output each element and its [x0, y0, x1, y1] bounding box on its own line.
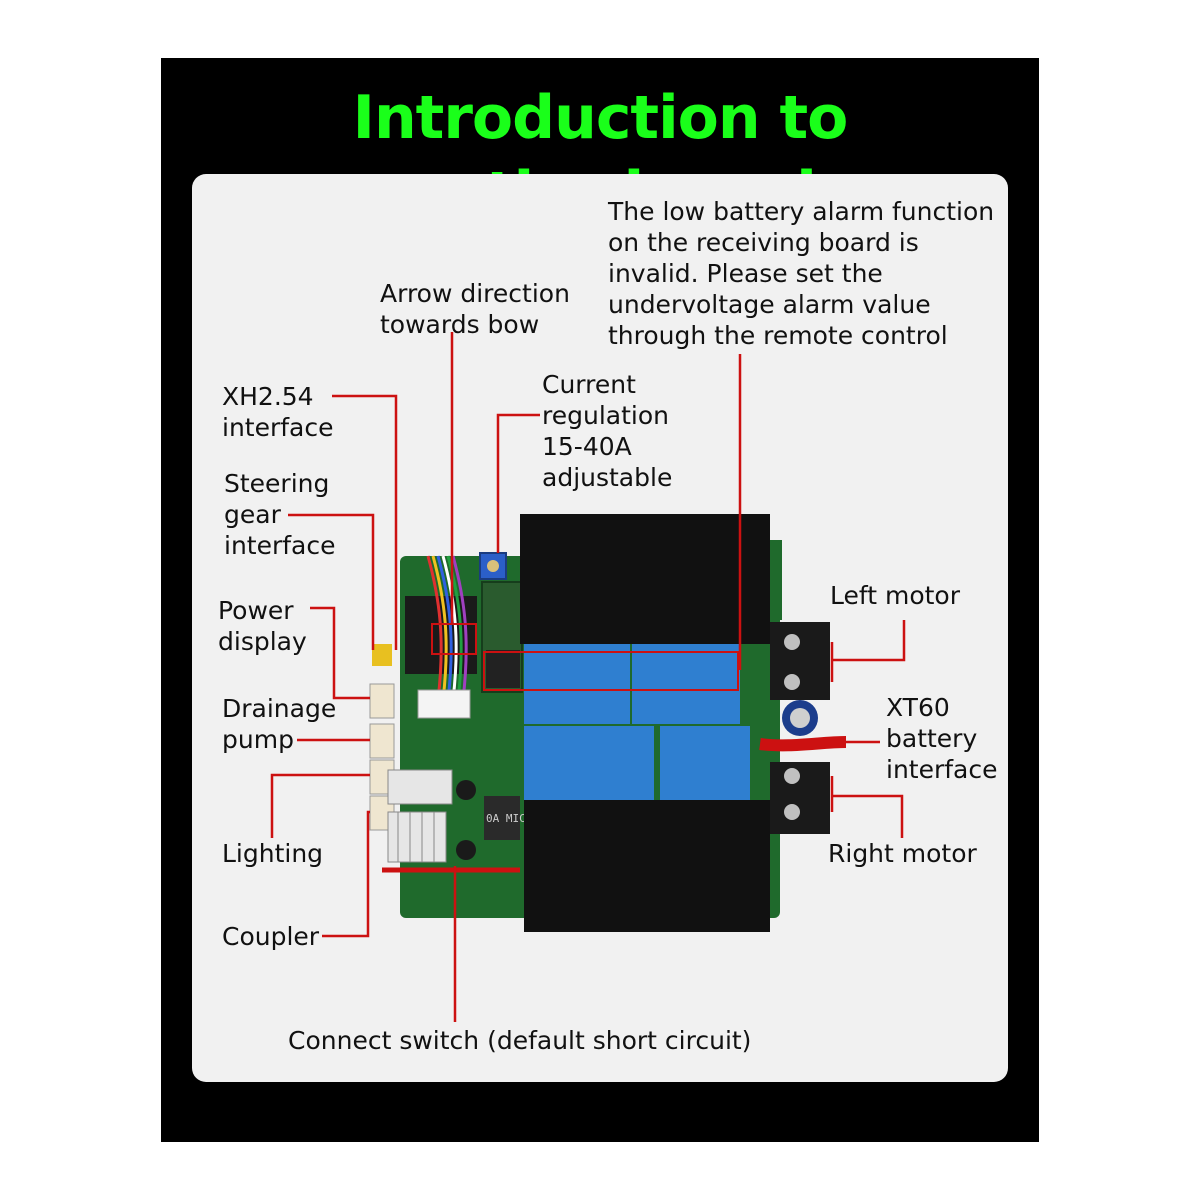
potentiometer-knob — [487, 560, 499, 572]
lighting-label: Lighting — [222, 839, 324, 868]
arrow-highlight-box — [431, 623, 477, 655]
low-battery-note: The low battery alarm function on the re… — [608, 197, 995, 350]
arrow-direction-label: Arrow direction towards bow — [380, 279, 570, 339]
ribbon-wires — [417, 555, 471, 719]
inductor — [484, 796, 520, 840]
xh254-label: XH2.54 interface — [222, 382, 334, 442]
board-marking: 0A MIC — [486, 812, 526, 825]
current-regulation-label: Current regulation 15-40A adjustable — [542, 370, 673, 492]
capacitor-top — [790, 708, 810, 728]
coupler-label: Coupler — [222, 922, 320, 951]
power-display-label: Power display — [218, 596, 307, 656]
capacitor-small — [456, 780, 476, 800]
steering-label: Steering gear interface — [224, 469, 336, 560]
leader-lines — [270, 332, 906, 1022]
connect-switch-label: Connect switch (default short circuit) — [288, 1026, 752, 1055]
heatsinks — [387, 769, 453, 863]
right-motor-label: Right motor — [828, 839, 977, 868]
battery-wire — [759, 736, 847, 752]
capacitor-small-2 — [456, 840, 476, 860]
xt60-label: XT60 battery interface — [886, 693, 998, 784]
bottom-heat-block — [524, 800, 770, 932]
left-motor-label: Left motor — [830, 581, 961, 610]
drainage-pump-label: Drainage pump — [222, 694, 337, 754]
dip-highlight-box — [483, 651, 739, 691]
relays — [524, 640, 750, 802]
terminal-blocks — [770, 622, 830, 834]
top-heat-block — [520, 514, 770, 644]
dip-switch — [486, 650, 520, 688]
